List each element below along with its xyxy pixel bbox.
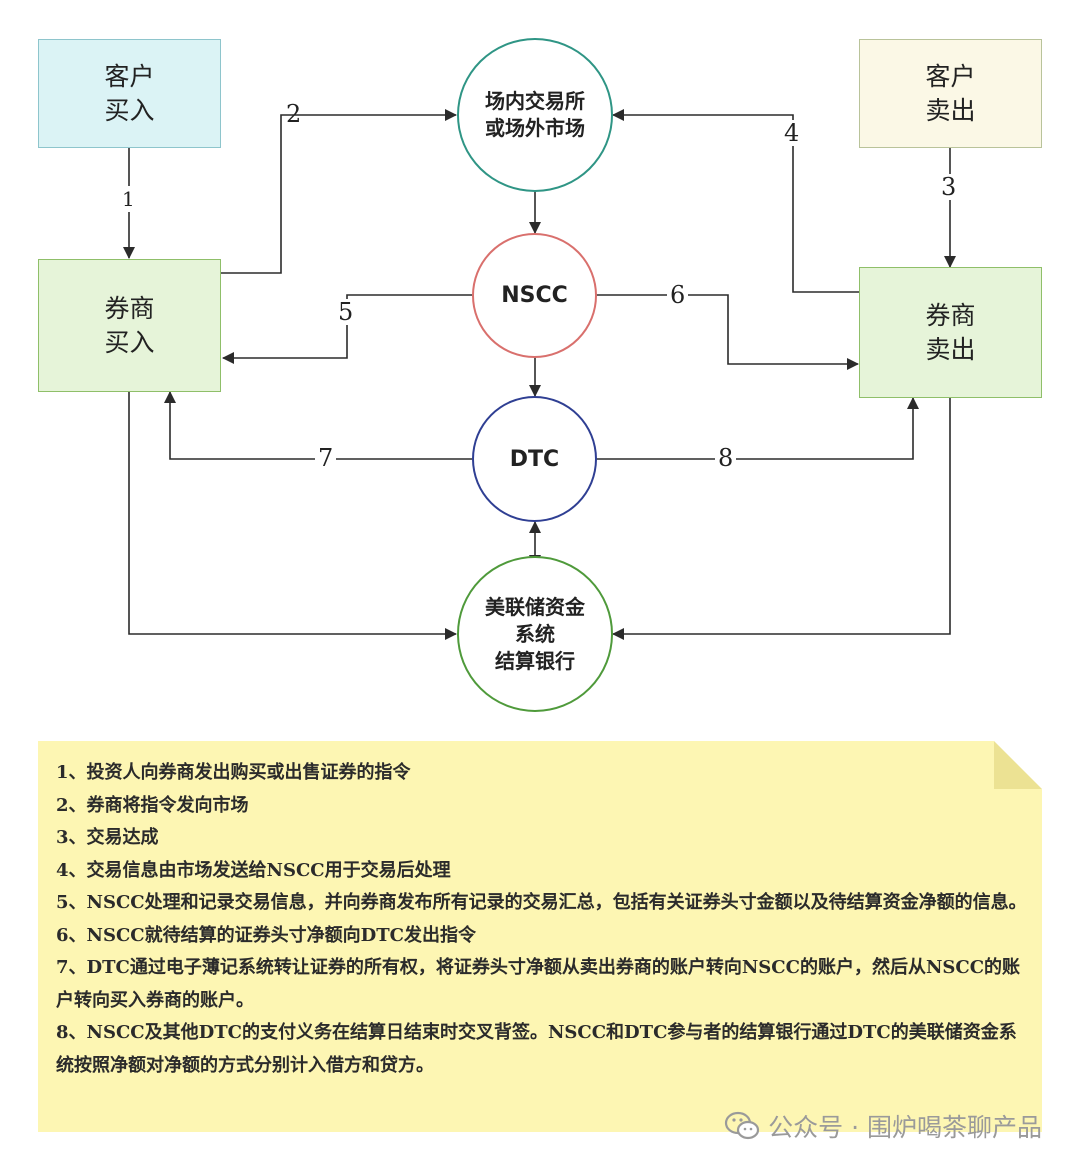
edge-8 — [596, 397, 919, 460]
node-exchange: 场内交易所 或场外市场 — [457, 38, 613, 192]
edge-label-6: 6 — [667, 282, 689, 308]
edge-label-3: 3 — [938, 174, 960, 200]
note-line: 2、券商将指令发向市场 — [56, 794, 249, 816]
note-line: 6、NSCC就待结算的证券头寸净额向DTC发出指令 — [56, 924, 476, 946]
watermark-text: 公众号 · 围炉喝茶聊产品 — [768, 1113, 1042, 1142]
node-client-sell: 客户 卖出 — [859, 39, 1042, 148]
note-line: 8、NSCC及其他DTC的支付义务在结算日结束时交叉背签。NSCC和DTC参与者… — [56, 1022, 1017, 1076]
note-line: 7、DTC通过电子薄记系统转让证券的所有权，将证券头寸净额从卖出券商的账户转向N… — [56, 957, 1021, 1011]
edge-7 — [164, 391, 472, 460]
note-line: 3、交易达成 — [56, 827, 159, 848]
node-fed: 美联储资金 系统 结算银行 — [457, 556, 613, 712]
edge-4 — [612, 109, 859, 293]
edge-2 — [221, 109, 457, 274]
edge-label-4: 4 — [781, 120, 803, 146]
edge-label-5: 5 — [335, 299, 357, 325]
flow-diagram — [123, 109, 956, 640]
edge-label-2: 2 — [286, 100, 302, 128]
node-nscc: NSCC — [472, 233, 597, 358]
edge-broker-sell-fed — [612, 398, 951, 640]
note-line: 5、NSCC处理和记录交易信息，并向券商发布所有记录的交易汇总，包括有关证券头寸… — [56, 892, 1027, 913]
wechat-icon — [725, 1111, 760, 1140]
node-dtc: DTC — [472, 396, 597, 522]
note-line: 4、交易信息由市场发送给NSCC用于交易后处理 — [56, 859, 451, 881]
edge-label-8: 8 — [715, 445, 737, 471]
node-broker-sell: 券商 卖出 — [859, 267, 1042, 398]
edge-label-1: 1 — [119, 186, 138, 212]
node-broker-buy: 券商 买入 — [38, 259, 221, 392]
note-lines: 1、投资人向券商发出购买或出售证券的指令 2、券商将指令发向市场 3、交易达成 … — [56, 757, 1031, 1082]
edge-6 — [596, 294, 859, 370]
edge-5 — [222, 294, 472, 364]
legend-note: 1、投资人向券商发出购买或出售证券的指令 2、券商将指令发向市场 3、交易达成 … — [38, 741, 1042, 1132]
note-line: 1、投资人向券商发出购买或出售证券的指令 — [56, 762, 411, 783]
edge-label-7: 7 — [315, 445, 337, 471]
edge-broker-buy-fed — [128, 392, 457, 640]
node-client-buy: 客户 买入 — [38, 39, 221, 148]
watermark: 公众号 · 围炉喝茶聊产品 — [724, 1108, 1042, 1144]
folded-corner — [994, 741, 1042, 789]
